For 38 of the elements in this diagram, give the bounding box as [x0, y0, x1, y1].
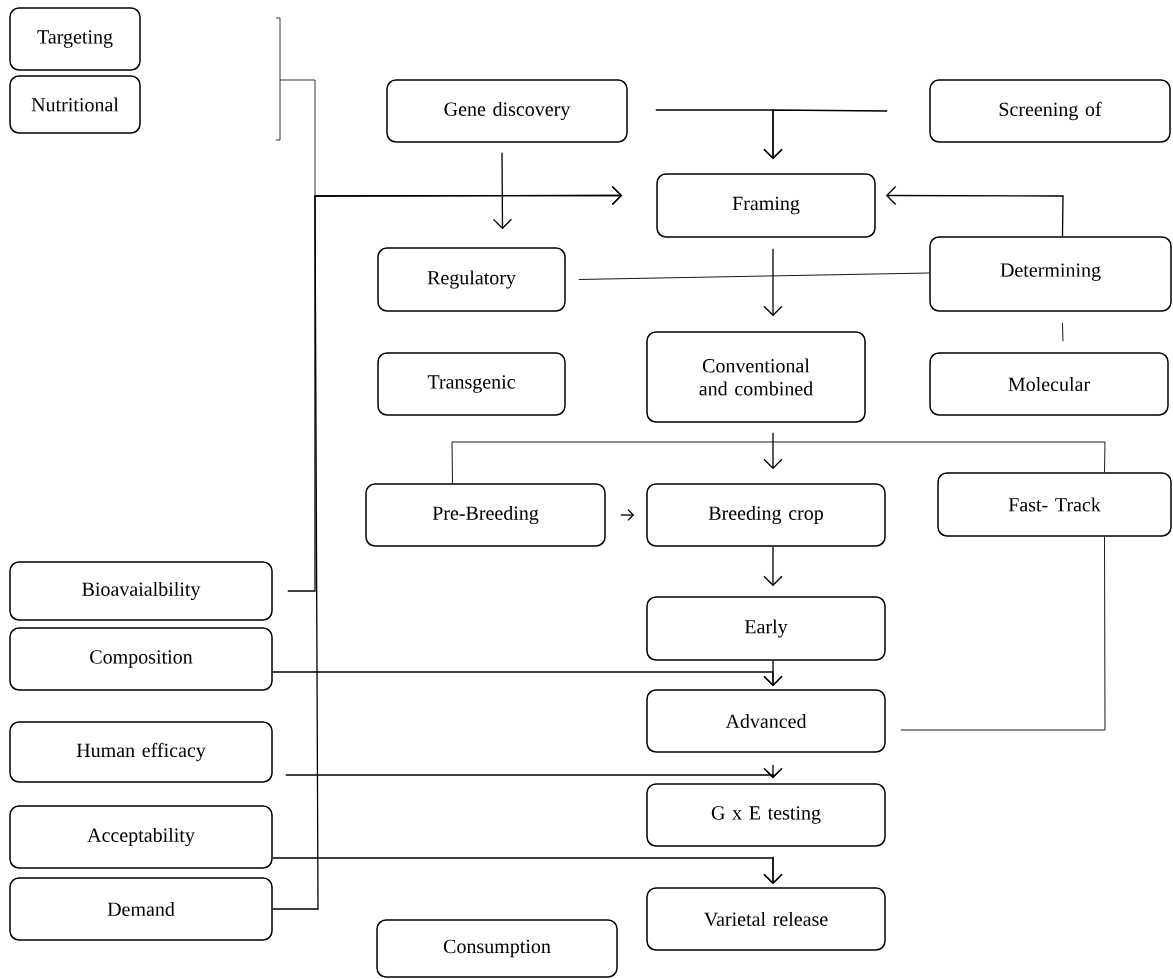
- process-box: Acceptability: [9, 805, 273, 869]
- process-box: Transgenic: [377, 352, 566, 416]
- process-box: Composition: [9, 627, 273, 691]
- arrow: [763, 432, 783, 470]
- process-box: Advanced: [646, 689, 886, 753]
- arrow: [272, 857, 783, 885]
- arrow: [620, 508, 635, 522]
- process-box: Determining: [929, 236, 1172, 312]
- process-box: Regulatory: [377, 247, 566, 312]
- process-box: Early: [646, 596, 886, 661]
- process-box: Breeding crop: [646, 483, 886, 547]
- arrow: [763, 546, 783, 587]
- process-box: Consumption: [376, 919, 618, 978]
- process-box: Fast- Track: [937, 472, 1172, 537]
- process-box: Varietal release: [646, 887, 886, 951]
- process-box: Demand: [9, 877, 273, 941]
- connector-line: [451, 441, 1106, 484]
- process-box: Human efficacy: [9, 721, 273, 783]
- process-box: Pre-Breeding: [365, 483, 606, 547]
- process-box: Conventional and combined: [646, 331, 866, 423]
- process-box: Framing: [656, 173, 876, 238]
- connector-line: [578, 272, 930, 280]
- arrow: [285, 767, 783, 779]
- process-box: G x E testing: [646, 783, 886, 847]
- process-box: Molecular: [929, 352, 1169, 416]
- arrow: [763, 248, 783, 317]
- arrow: [272, 671, 783, 687]
- connector-line: [1062, 322, 1064, 342]
- arrow: [287, 185, 623, 592]
- process-box: Bioavaialbility: [9, 561, 273, 621]
- arrow: [492, 152, 513, 230]
- arrow: [763, 109, 888, 160]
- process-box: Nutritional: [9, 75, 141, 134]
- arrow: [885, 185, 1064, 237]
- connector-line: [900, 536, 1106, 731]
- process-box: Gene discovery: [386, 79, 628, 143]
- process-box: Screening of: [929, 79, 1171, 143]
- process-box: Targeting: [9, 7, 141, 71]
